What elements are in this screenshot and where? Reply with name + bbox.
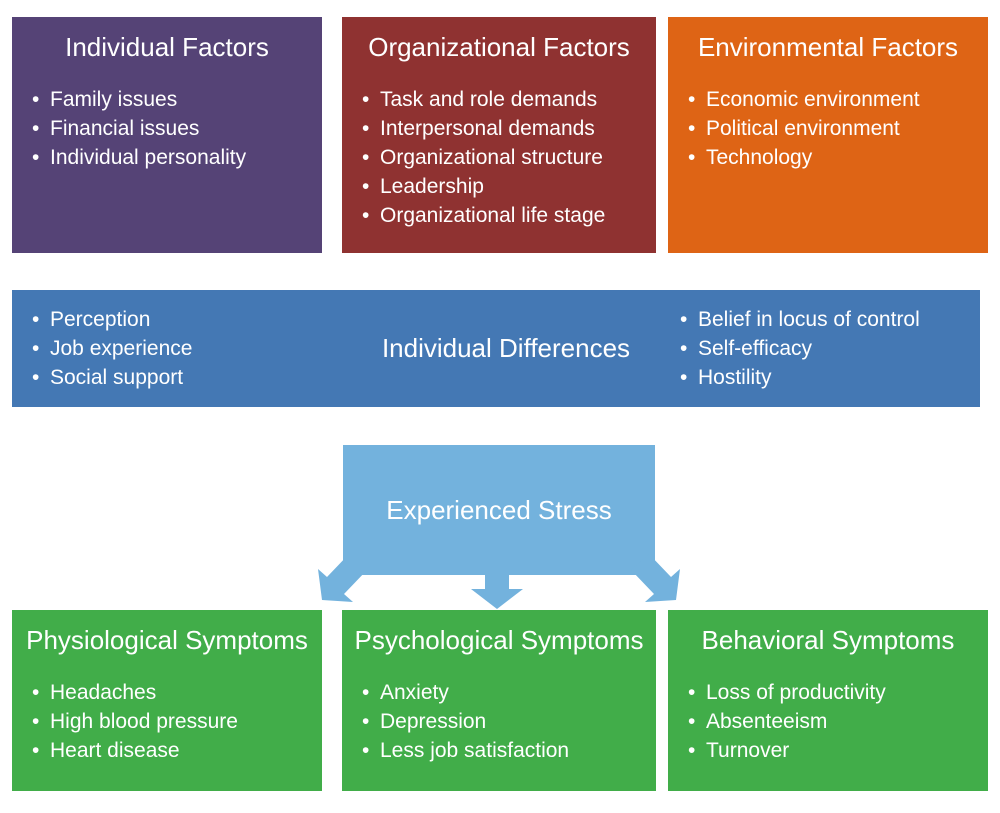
experienced-stress-box: Experienced Stress	[343, 445, 655, 575]
bullet-item: Less job satisfaction	[362, 736, 650, 765]
organizational-factors-list: Task and role demandsInterpersonal deman…	[342, 85, 656, 230]
bullet-item: Political environment	[688, 114, 982, 143]
bullet-item: Family issues	[32, 85, 316, 114]
bullet-item: Anxiety	[362, 678, 650, 707]
bullet-item: Heart disease	[32, 736, 316, 765]
bullet-item: High blood pressure	[32, 707, 316, 736]
individual-differences-band: PerceptionJob experienceSocial support I…	[12, 290, 980, 407]
individual-factors-title: Individual Factors	[65, 32, 269, 62]
bullet-item: Financial issues	[32, 114, 316, 143]
individual-differences-left-list: PerceptionJob experienceSocial support	[32, 305, 332, 392]
psychological-symptoms-list: AnxietyDepressionLess job satisfaction	[342, 678, 656, 765]
bullet-item: Self-efficacy	[680, 334, 960, 363]
psychological-symptoms-title: Psychological Symptoms	[354, 625, 644, 655]
bullet-item: Economic environment	[688, 85, 982, 114]
down-left-arrow	[318, 554, 367, 602]
experienced-stress-title: Experienced Stress	[386, 494, 612, 525]
psychological-symptoms-box: Psychological Symptoms AnxietyDepression…	[342, 610, 656, 791]
organizational-factors-box: Organizational Factors Task and role dem…	[342, 17, 656, 253]
bullet-item: Leadership	[362, 172, 650, 201]
physiological-symptoms-list: HeadachesHigh blood pressureHeart diseas…	[12, 678, 322, 765]
bullet-item: Hostility	[680, 363, 960, 392]
bullet-item: Headaches	[32, 678, 316, 707]
environmental-factors-list: Economic environmentPolitical environmen…	[668, 85, 988, 172]
bullet-item: Individual personality	[32, 143, 316, 172]
bullet-item: Perception	[32, 305, 332, 334]
behavioral-symptoms-list: Loss of productivityAbsenteeismTurnover	[668, 678, 988, 765]
stress-arrows	[318, 554, 680, 609]
bullet-item: Technology	[688, 143, 982, 172]
environmental-factors-box: Environmental Factors Economic environme…	[668, 17, 988, 253]
organizational-factors-title: Organizational Factors	[368, 32, 630, 62]
bullet-item: Task and role demands	[362, 85, 650, 114]
bullet-item: Organizational structure	[362, 143, 650, 172]
bullet-item: Interpersonal demands	[362, 114, 650, 143]
behavioral-symptoms-title: Behavioral Symptoms	[701, 625, 955, 655]
behavioral-symptoms-box: Behavioral Symptoms Loss of productivity…	[668, 610, 988, 791]
environmental-factors-title: Environmental Factors	[697, 32, 959, 62]
individual-differences-right-list: Belief in locus of controlSelf-efficacyH…	[680, 305, 960, 392]
bullet-item: Organizational life stage	[362, 201, 650, 230]
individual-differences-title: Individual Differences	[381, 333, 631, 363]
bullet-item: Depression	[362, 707, 650, 736]
bullet-item: Turnover	[688, 736, 982, 765]
bullet-item: Belief in locus of control	[680, 305, 960, 334]
down-arrow	[471, 565, 523, 609]
physiological-symptoms-title: Physiological Symptoms	[26, 625, 308, 655]
bullet-item: Loss of productivity	[688, 678, 982, 707]
bullet-item: Job experience	[32, 334, 332, 363]
bullet-item: Social support	[32, 363, 332, 392]
down-right-arrow	[631, 554, 680, 602]
physiological-symptoms-box: Physiological Symptoms HeadachesHigh blo…	[12, 610, 322, 791]
individual-factors-list: Family issuesFinancial issuesIndividual …	[12, 85, 322, 172]
individual-factors-box: Individual Factors Family issuesFinancia…	[12, 17, 322, 253]
bullet-item: Absenteeism	[688, 707, 982, 736]
